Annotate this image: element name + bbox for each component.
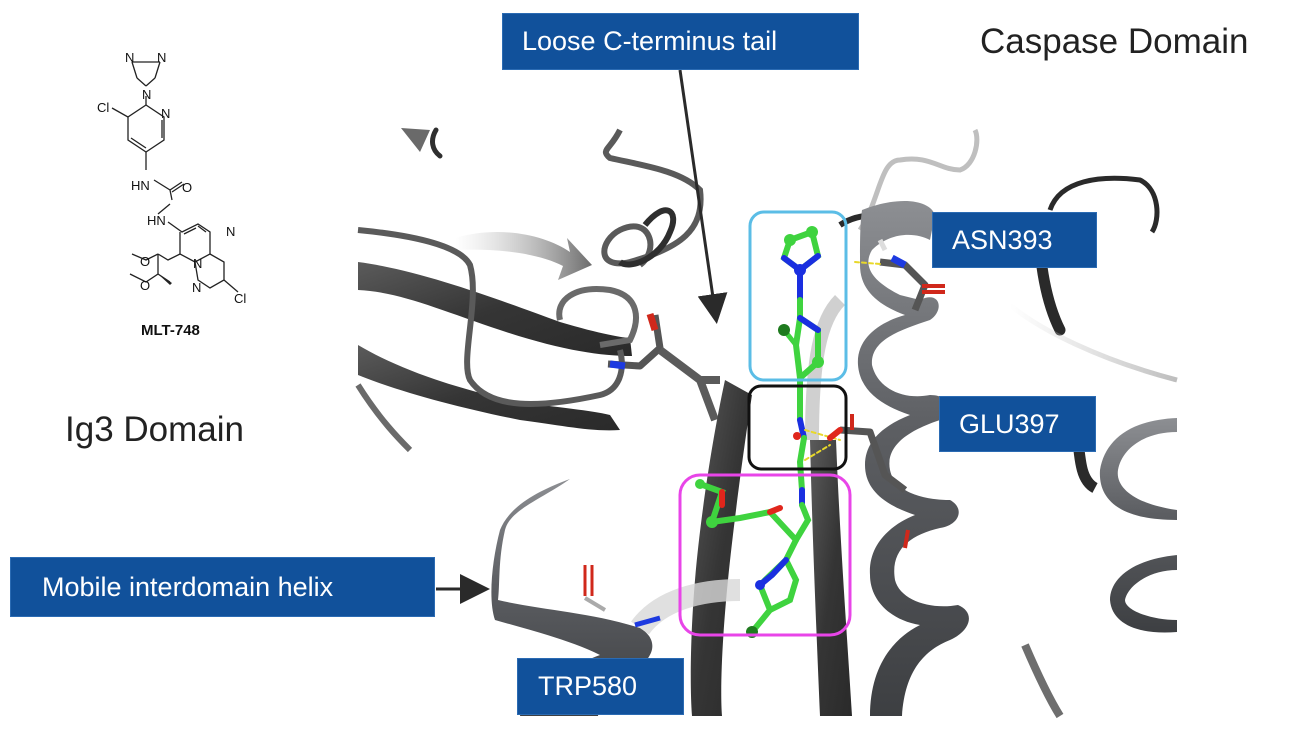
bond-lines [111,61,239,293]
trp580-label: TRP580 [517,658,684,715]
atom-label-n2: N [157,50,166,65]
compound-name: MLT-748 [141,322,200,339]
faded-beta-strand [455,232,592,280]
atom-label-o: O [182,180,192,195]
mobile-interdomain-helix-label: Mobile interdomain helix [10,557,435,617]
ribbon-fragment-top-left [401,127,443,159]
ig3-beta-sheet [355,227,720,453]
c-terminus-tail-label: Loose C-terminus tail [502,13,859,70]
atom-label-cl1: Cl [97,100,109,115]
atom-label-n3: N [142,87,151,102]
glu397-label: GLU397 [939,396,1096,452]
urea-highlight-box [747,384,848,471]
mobile-helix-region [491,479,741,716]
atom-label-n1: N [125,50,134,65]
atom-label-hn1: HN [131,178,150,193]
caspase-domain-title: Caspase Domain [980,22,1249,61]
atom-label-pyridine-n: N [161,106,170,121]
c-terminus-pointer-arrow [678,69,728,324]
atom-label-pyrimidine-n: N [226,224,235,239]
asn393-label: ASN393 [932,212,1097,268]
atom-label-o2: O [140,278,150,293]
ig3-domain-title: Ig3 Domain [65,410,244,449]
atom-label-o1: O [140,254,150,269]
mlt-748-chemical-structure: N N N N Cl HN O HN N O O N N Cl [97,50,246,306]
atom-label-hn2: HN [147,213,166,228]
wedge-bond [158,274,172,285]
central-beta-strands [690,295,852,716]
atom-label-bridge-n: N [193,256,202,271]
pyrazolopyrimidine-highlight-box [678,473,852,637]
atom-label-cl2: Cl [234,291,246,306]
atom-label-pyrazole-n: N [192,280,201,295]
triazole-highlight-box [748,210,848,382]
ligand-mlt-748-3d [695,226,881,638]
